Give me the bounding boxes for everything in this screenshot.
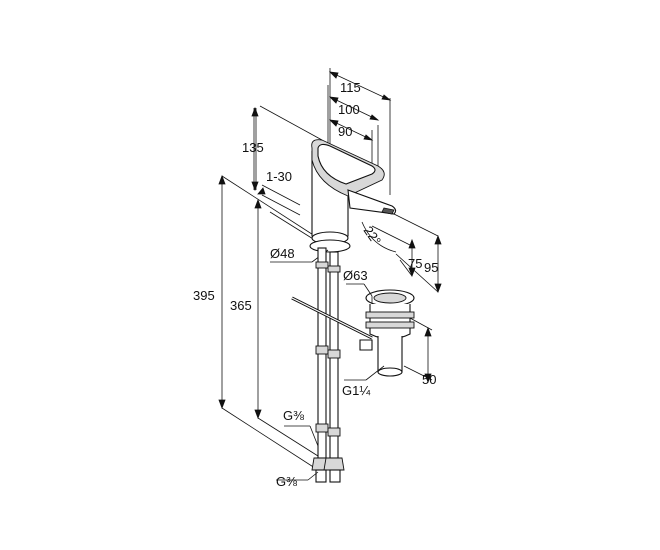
popup-rod	[291, 296, 373, 340]
range-1-30-dimension	[257, 184, 301, 216]
g1-1-4-leader	[344, 365, 385, 381]
dim-g3-8-upper: G⅜	[283, 408, 304, 423]
diameter-63-leader	[346, 283, 373, 304]
drain-fitting	[359, 289, 415, 377]
dim-g3-8-lower: G⅜	[276, 474, 297, 489]
dim-90: 90	[338, 124, 352, 139]
dim-95: 95	[424, 260, 438, 275]
dim-1-30: 1-30	[266, 169, 292, 184]
dim-135: 135	[242, 140, 264, 155]
height-135-dimension	[251, 105, 323, 192]
dim-g1-1-4: G1¼	[342, 383, 370, 398]
dim-395: 395	[193, 288, 215, 303]
drain-50-dimension	[403, 317, 433, 384]
dim-115: 115	[340, 80, 361, 95]
spout-dimensions	[361, 213, 442, 294]
dim-75: 75	[408, 256, 422, 271]
dim-365: 365	[230, 298, 252, 313]
dim-100: 100	[338, 102, 360, 117]
dim-diameter-48: Ø48	[270, 246, 295, 261]
total-height-dimensions	[218, 174, 319, 471]
faucet-body	[309, 139, 397, 253]
dim-diameter-63: Ø63	[343, 268, 368, 283]
dim-50: 50	[422, 372, 436, 387]
g3-8-leaders	[276, 425, 319, 481]
supply-hoses	[311, 247, 345, 483]
